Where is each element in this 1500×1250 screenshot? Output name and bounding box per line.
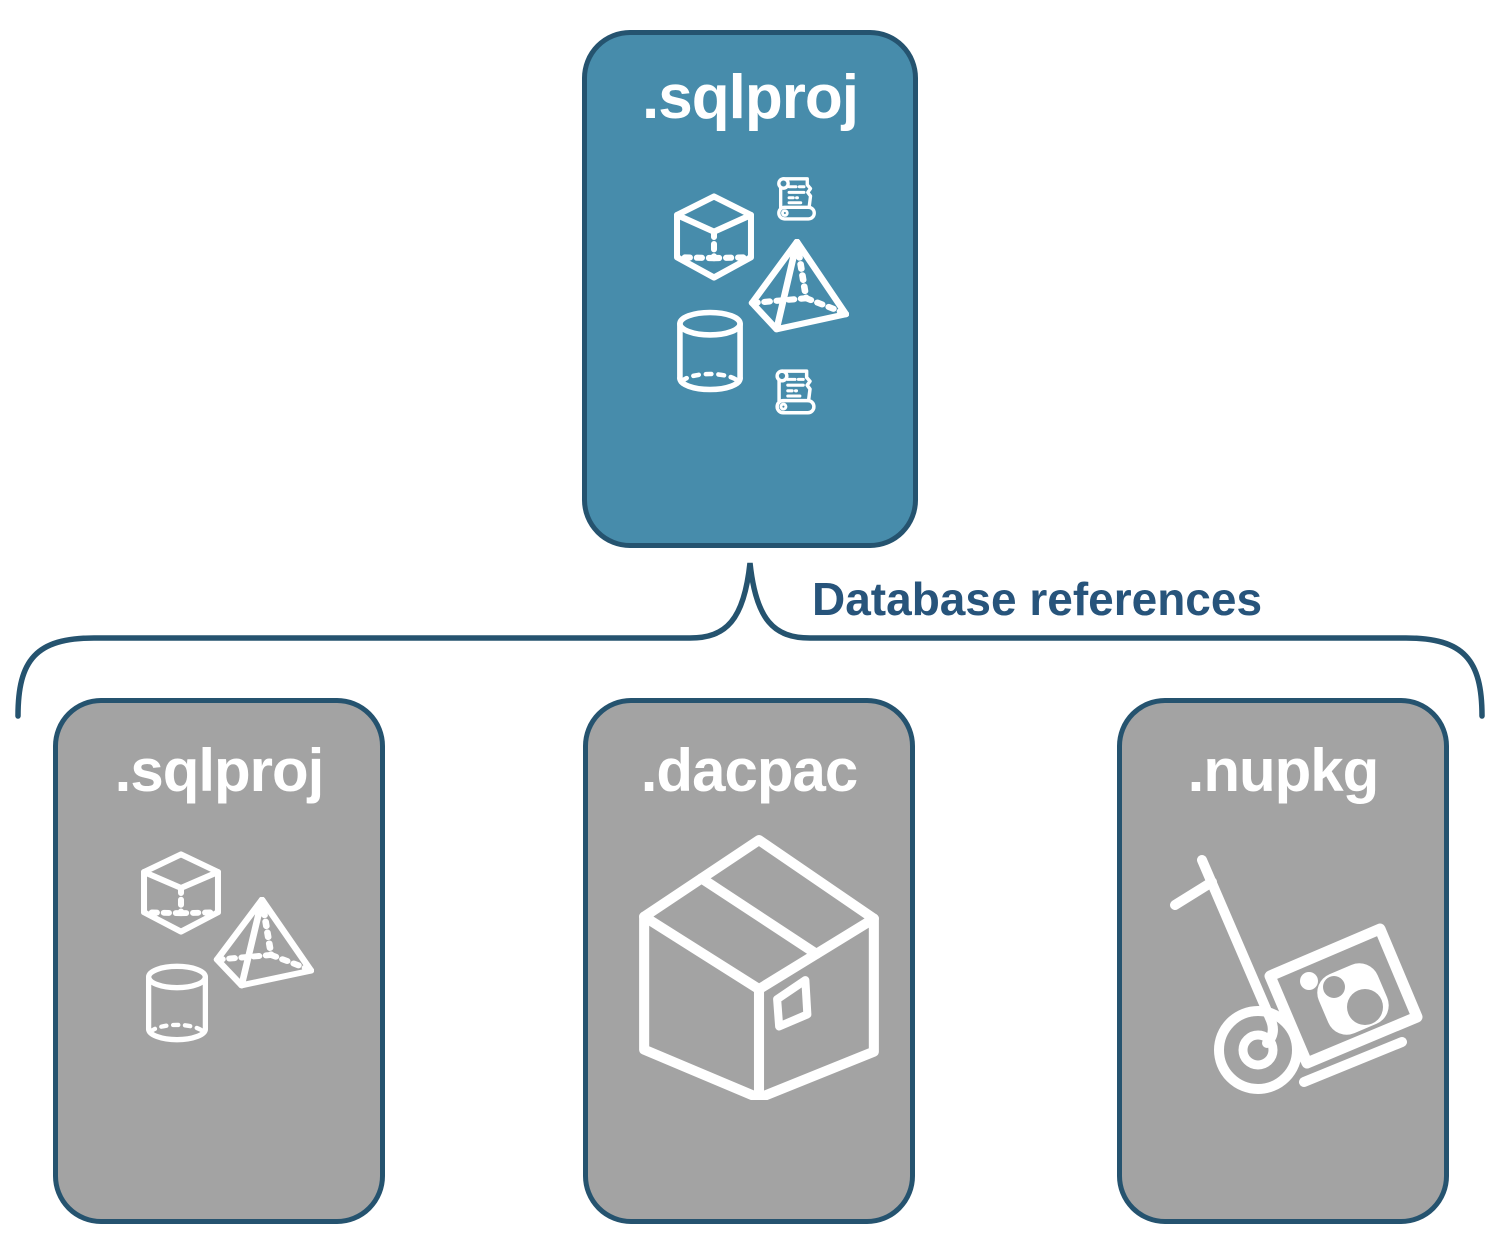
root-box-title: .sqlproj: [642, 63, 859, 132]
scroll-icon: [777, 177, 816, 221]
child-box-nupkg: .nupkg: [1117, 698, 1449, 1224]
pyramid-icon: [748, 239, 849, 333]
cube-icon: [674, 193, 754, 281]
cylinder-icon: [677, 309, 743, 393]
pyramid-icon: [213, 897, 314, 989]
root-box-sqlproj: .sqlproj: [582, 30, 918, 548]
child-box-title: .nupkg: [1187, 737, 1380, 804]
child-box-sqlproj: .sqlproj: [53, 698, 385, 1224]
scroll-icon: [775, 369, 816, 415]
package-box-icon: [639, 835, 879, 1100]
child-box-title: .dacpac: [640, 737, 858, 804]
connector-label: Database references: [812, 573, 1263, 625]
hand-truck-icon: [1170, 855, 1423, 1094]
child-box-dacpac: .dacpac: [583, 698, 915, 1224]
child-box-title: .sqlproj: [114, 737, 325, 804]
cylinder-icon: [145, 963, 209, 1043]
cube-icon: [141, 851, 221, 935]
